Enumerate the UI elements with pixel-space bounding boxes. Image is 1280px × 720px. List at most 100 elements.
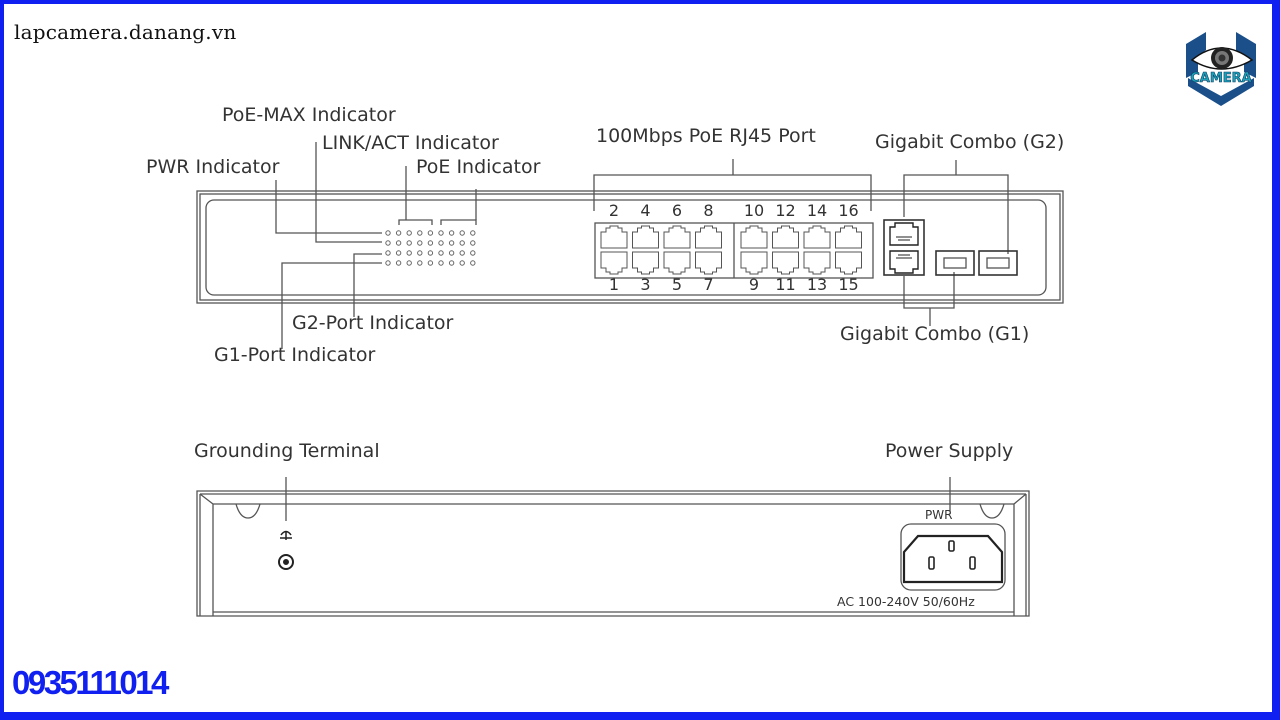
socket-pins: [928, 540, 976, 570]
led-indicator: [438, 250, 444, 256]
led-indicator: [406, 250, 412, 256]
label-power-supply: Power Supply: [885, 440, 1014, 462]
linkact-bracket: [398, 219, 433, 225]
label-poe-indicator: PoE Indicator: [416, 156, 541, 178]
port-number-top: 16: [838, 201, 859, 220]
led-indicator: [385, 260, 391, 266]
led-indicator: [395, 240, 402, 246]
led-indicator: [459, 240, 465, 246]
rj45-ports: [600, 225, 862, 275]
label-pwr-indicator: PWR Indicator: [146, 156, 280, 178]
combo-port-g2-rj45: [889, 222, 919, 246]
led-indicator: [406, 240, 412, 246]
label-link-act-indicator: LINK/ACT Indicator: [322, 132, 499, 154]
port-number-bottom: 3: [640, 275, 651, 294]
port-number-top: 6: [671, 201, 683, 220]
rear-notch-right: [979, 503, 1005, 519]
led-indicator: [470, 260, 476, 266]
rj45-port-9: [740, 251, 768, 275]
led-indicator: [385, 230, 391, 236]
port-number-top: 2: [608, 201, 620, 220]
port-number-top: 8: [703, 201, 714, 220]
rj45-port-11: [772, 251, 799, 275]
sfp-g2: [978, 250, 1018, 276]
led-indicator: [438, 230, 444, 236]
led-indicator: [448, 260, 455, 266]
poemax-leader: [315, 142, 382, 243]
rear-chassis-outer: [196, 490, 1030, 617]
led-indicator: [448, 240, 455, 246]
rj45-port-14: [803, 225, 831, 249]
poe-bracket: [440, 219, 477, 225]
led-indicator: [459, 250, 465, 256]
site-watermark: lapcamera.danang.vn: [14, 20, 237, 44]
rj45-port-15: [835, 251, 862, 275]
label-combo-g2: Gigabit Combo (G2): [875, 131, 1065, 153]
port-number-bottom: 7: [703, 275, 714, 294]
led-indicator: [448, 230, 455, 236]
led-indicator: [427, 230, 434, 236]
led-indicator: [470, 240, 476, 246]
switch-diagram: [196, 142, 1064, 617]
led-indicator: [406, 230, 412, 236]
grounding-terminal: [278, 530, 294, 570]
rj45-port-1: [600, 251, 628, 275]
sfp-g1: [935, 250, 975, 276]
port-number-top: 10: [743, 201, 765, 220]
ground-screw-icon: [278, 554, 294, 570]
port-number-bottom: 9: [748, 275, 760, 294]
front-faceplate: [205, 199, 1047, 296]
led-indicator: [470, 230, 476, 236]
combo-port-g1-rj45: [889, 250, 919, 274]
rj45-port-10: [740, 225, 768, 249]
port-number-top: 4: [640, 201, 651, 220]
led-indicator: [417, 240, 423, 246]
led-indicator: [448, 250, 455, 256]
combo-g1-bracket: [903, 272, 955, 309]
led-indicator: [427, 250, 434, 256]
combo-rj45-block: [883, 219, 925, 276]
logo-hex-left: [1186, 32, 1206, 78]
rj45-port-4: [632, 225, 659, 249]
port-number-bottom: 11: [775, 275, 796, 294]
label-g1-port-indicator: G1-Port Indicator: [214, 344, 376, 366]
port-number-top: 14: [806, 201, 828, 220]
led-indicator: [406, 260, 412, 266]
label-g2-port-indicator: G2-Port Indicator: [292, 312, 454, 334]
label-power-rating: AC 100-240V 50/60Hz: [837, 594, 975, 609]
combo-g2-bracket: [903, 174, 1009, 254]
led-indicator: [417, 250, 423, 256]
rj45-port-6: [663, 225, 691, 249]
led-indicator: [417, 260, 423, 266]
g2-leader: [353, 253, 382, 317]
g1-leader: [281, 262, 382, 349]
led-indicator: [385, 250, 391, 256]
iec-socket-icon: [902, 534, 1004, 584]
label-pwr-socket: PWR: [925, 508, 953, 522]
rj45-port-13: [803, 251, 831, 275]
led-indicator: [470, 250, 476, 256]
label-poe-max-indicator: PoE-MAX Indicator: [222, 104, 396, 126]
port-number-top: 12: [775, 201, 796, 220]
port-number-bottom: 5: [671, 275, 683, 294]
label-rj45-port: 100Mbps PoE RJ45 Port: [596, 125, 816, 147]
led-indicator: [438, 260, 444, 266]
rj45-port-7: [695, 251, 722, 275]
rj45-port-5: [663, 251, 691, 275]
rj45-port-3: [632, 251, 659, 275]
rj45-port-16: [835, 225, 862, 249]
phone-watermark: 0935111014: [12, 664, 169, 701]
logo-hex-bottom: [1188, 78, 1254, 106]
rear-notch-left: [235, 503, 261, 519]
pwr-leader: [275, 180, 382, 234]
led-indicator: [395, 260, 402, 266]
rj45-port-2: [600, 225, 628, 249]
led-indicator: [459, 230, 465, 236]
led-indicator: [395, 250, 402, 256]
power-socket-frame: [900, 523, 1006, 591]
front-chassis-outer: [196, 190, 1064, 304]
diagram-canvas: lapcamera.danang.vn CAMERA: [4, 4, 1272, 712]
led-indicator: [427, 260, 434, 266]
ground-symbol-icon: [280, 530, 292, 540]
rj45-port-12: [772, 225, 799, 249]
